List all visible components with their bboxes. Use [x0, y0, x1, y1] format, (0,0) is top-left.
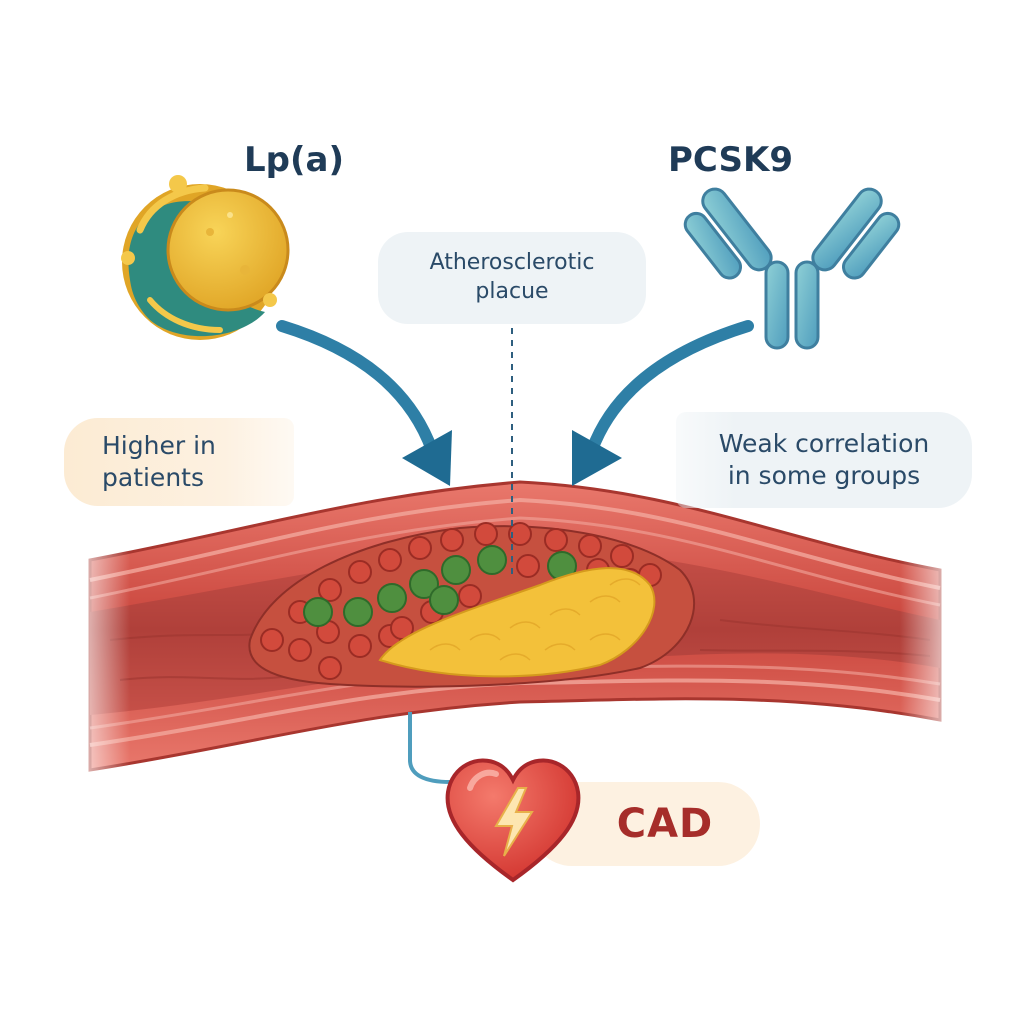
- blood-cell: [508, 522, 532, 546]
- lpa-note-callout: Higher in patients: [64, 418, 294, 506]
- lpa-note-line2: patients: [102, 463, 204, 492]
- antibody-icon: [683, 187, 901, 350]
- foam-cell: [377, 583, 407, 613]
- blood-cell: [348, 560, 372, 584]
- blood-cell: [544, 528, 568, 552]
- blood-cell: [318, 656, 342, 680]
- lpa-note-line1: Higher in: [102, 430, 216, 460]
- foam-cell: [409, 569, 439, 599]
- blood-cell: [378, 548, 402, 572]
- broken-heart-icon: [445, 758, 581, 883]
- lpa-title: Lp(a): [244, 140, 345, 180]
- pcsk9-arrow: [572, 320, 754, 486]
- blood-cell: [474, 522, 498, 546]
- blood-cell: [610, 544, 634, 568]
- foam-cell: [343, 597, 373, 627]
- blood-cell: [390, 616, 414, 640]
- blood-cell: [458, 584, 482, 608]
- lpa-arrow: [276, 320, 452, 486]
- pcsk9-title: PCSK9: [668, 140, 793, 180]
- cad-connector: [408, 712, 451, 784]
- plaque-callout: Atherosclerotic placue: [378, 232, 646, 324]
- foam-cell: [429, 585, 459, 615]
- blood-cell: [440, 528, 464, 552]
- pcsk9-note-line1: Weak correlation: [718, 428, 930, 458]
- pcsk9-note-line2: in some groups: [727, 461, 921, 490]
- foam-cell: [441, 555, 471, 585]
- pcsk9-note-callout: Weak correlation in some groups: [676, 412, 972, 508]
- lipoprotein-particle-icon: [121, 175, 290, 340]
- blood-cell: [288, 638, 312, 662]
- cad-label: CAD: [616, 801, 714, 847]
- blood-cell: [260, 628, 284, 652]
- foam-cell: [477, 545, 507, 575]
- plaque-callout-line2: placue: [475, 279, 549, 304]
- plaque-callout-line1: Atherosclerotic: [429, 250, 595, 276]
- blood-cell: [408, 536, 432, 560]
- blood-cell: [348, 634, 372, 658]
- plaque-lipid-core: [378, 567, 656, 678]
- blood-cell: [318, 578, 342, 602]
- blood-cell: [516, 554, 540, 578]
- plaque-cells: [260, 522, 662, 680]
- blood-cell: [578, 534, 602, 558]
- foam-cell: [303, 597, 333, 627]
